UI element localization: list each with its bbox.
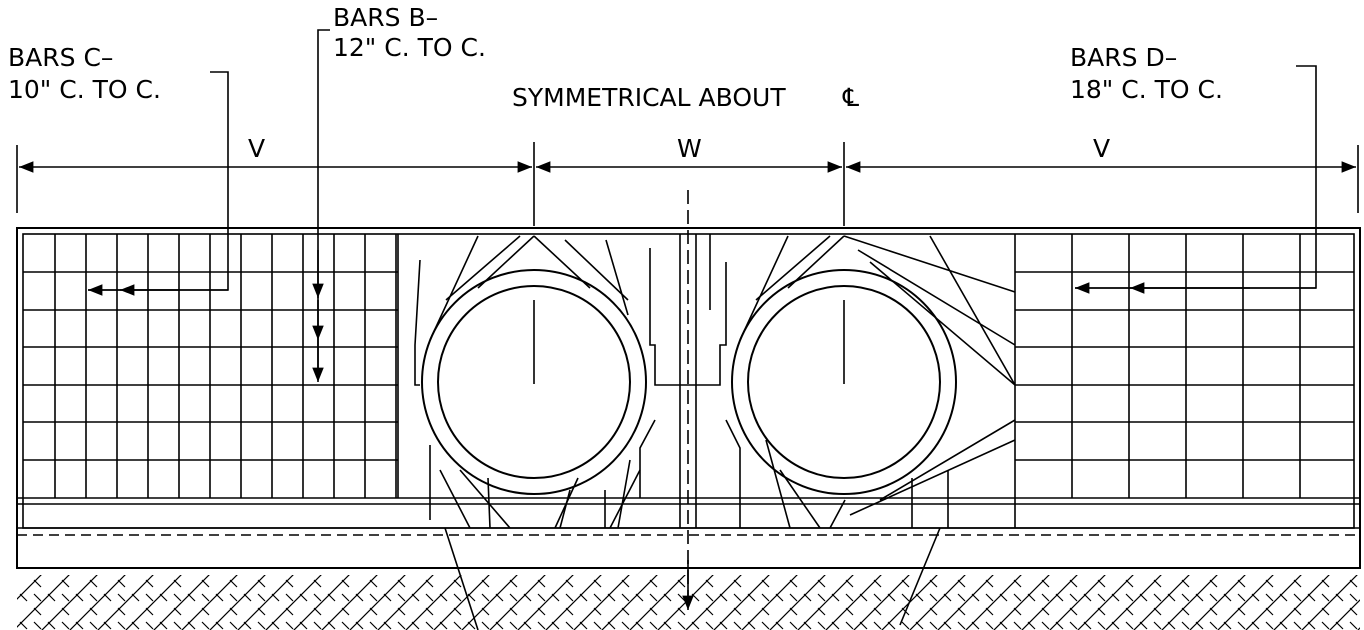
bars-b-label: BARS B– [333, 3, 438, 32]
bent-bars [397, 190, 1016, 630]
dimension-v-left: V [248, 134, 265, 163]
bars-d-grid [1015, 234, 1354, 498]
ground-hatch [17, 575, 1360, 630]
bars-c-label: BARS C– [8, 43, 113, 72]
centerline-symbol: ℄ [842, 83, 859, 112]
dimension-line [16, 142, 1359, 226]
pipe-right [731, 269, 957, 495]
bars-d-label: BARS D– [1070, 43, 1177, 72]
bar-leaders [88, 29, 1317, 382]
dimension-v-right: V [1093, 134, 1110, 163]
pipe-left [421, 269, 647, 495]
bars-b-spacing: 12" C. TO C. [333, 33, 486, 62]
dimension-w: W [677, 134, 702, 163]
bars-c-grid [23, 234, 398, 498]
bars-d-spacing: 18" C. TO C. [1070, 75, 1223, 104]
symmetry-note: SYMMETRICAL ABOUT [512, 83, 786, 112]
bars-c-spacing: 10" C. TO C. [8, 75, 161, 104]
